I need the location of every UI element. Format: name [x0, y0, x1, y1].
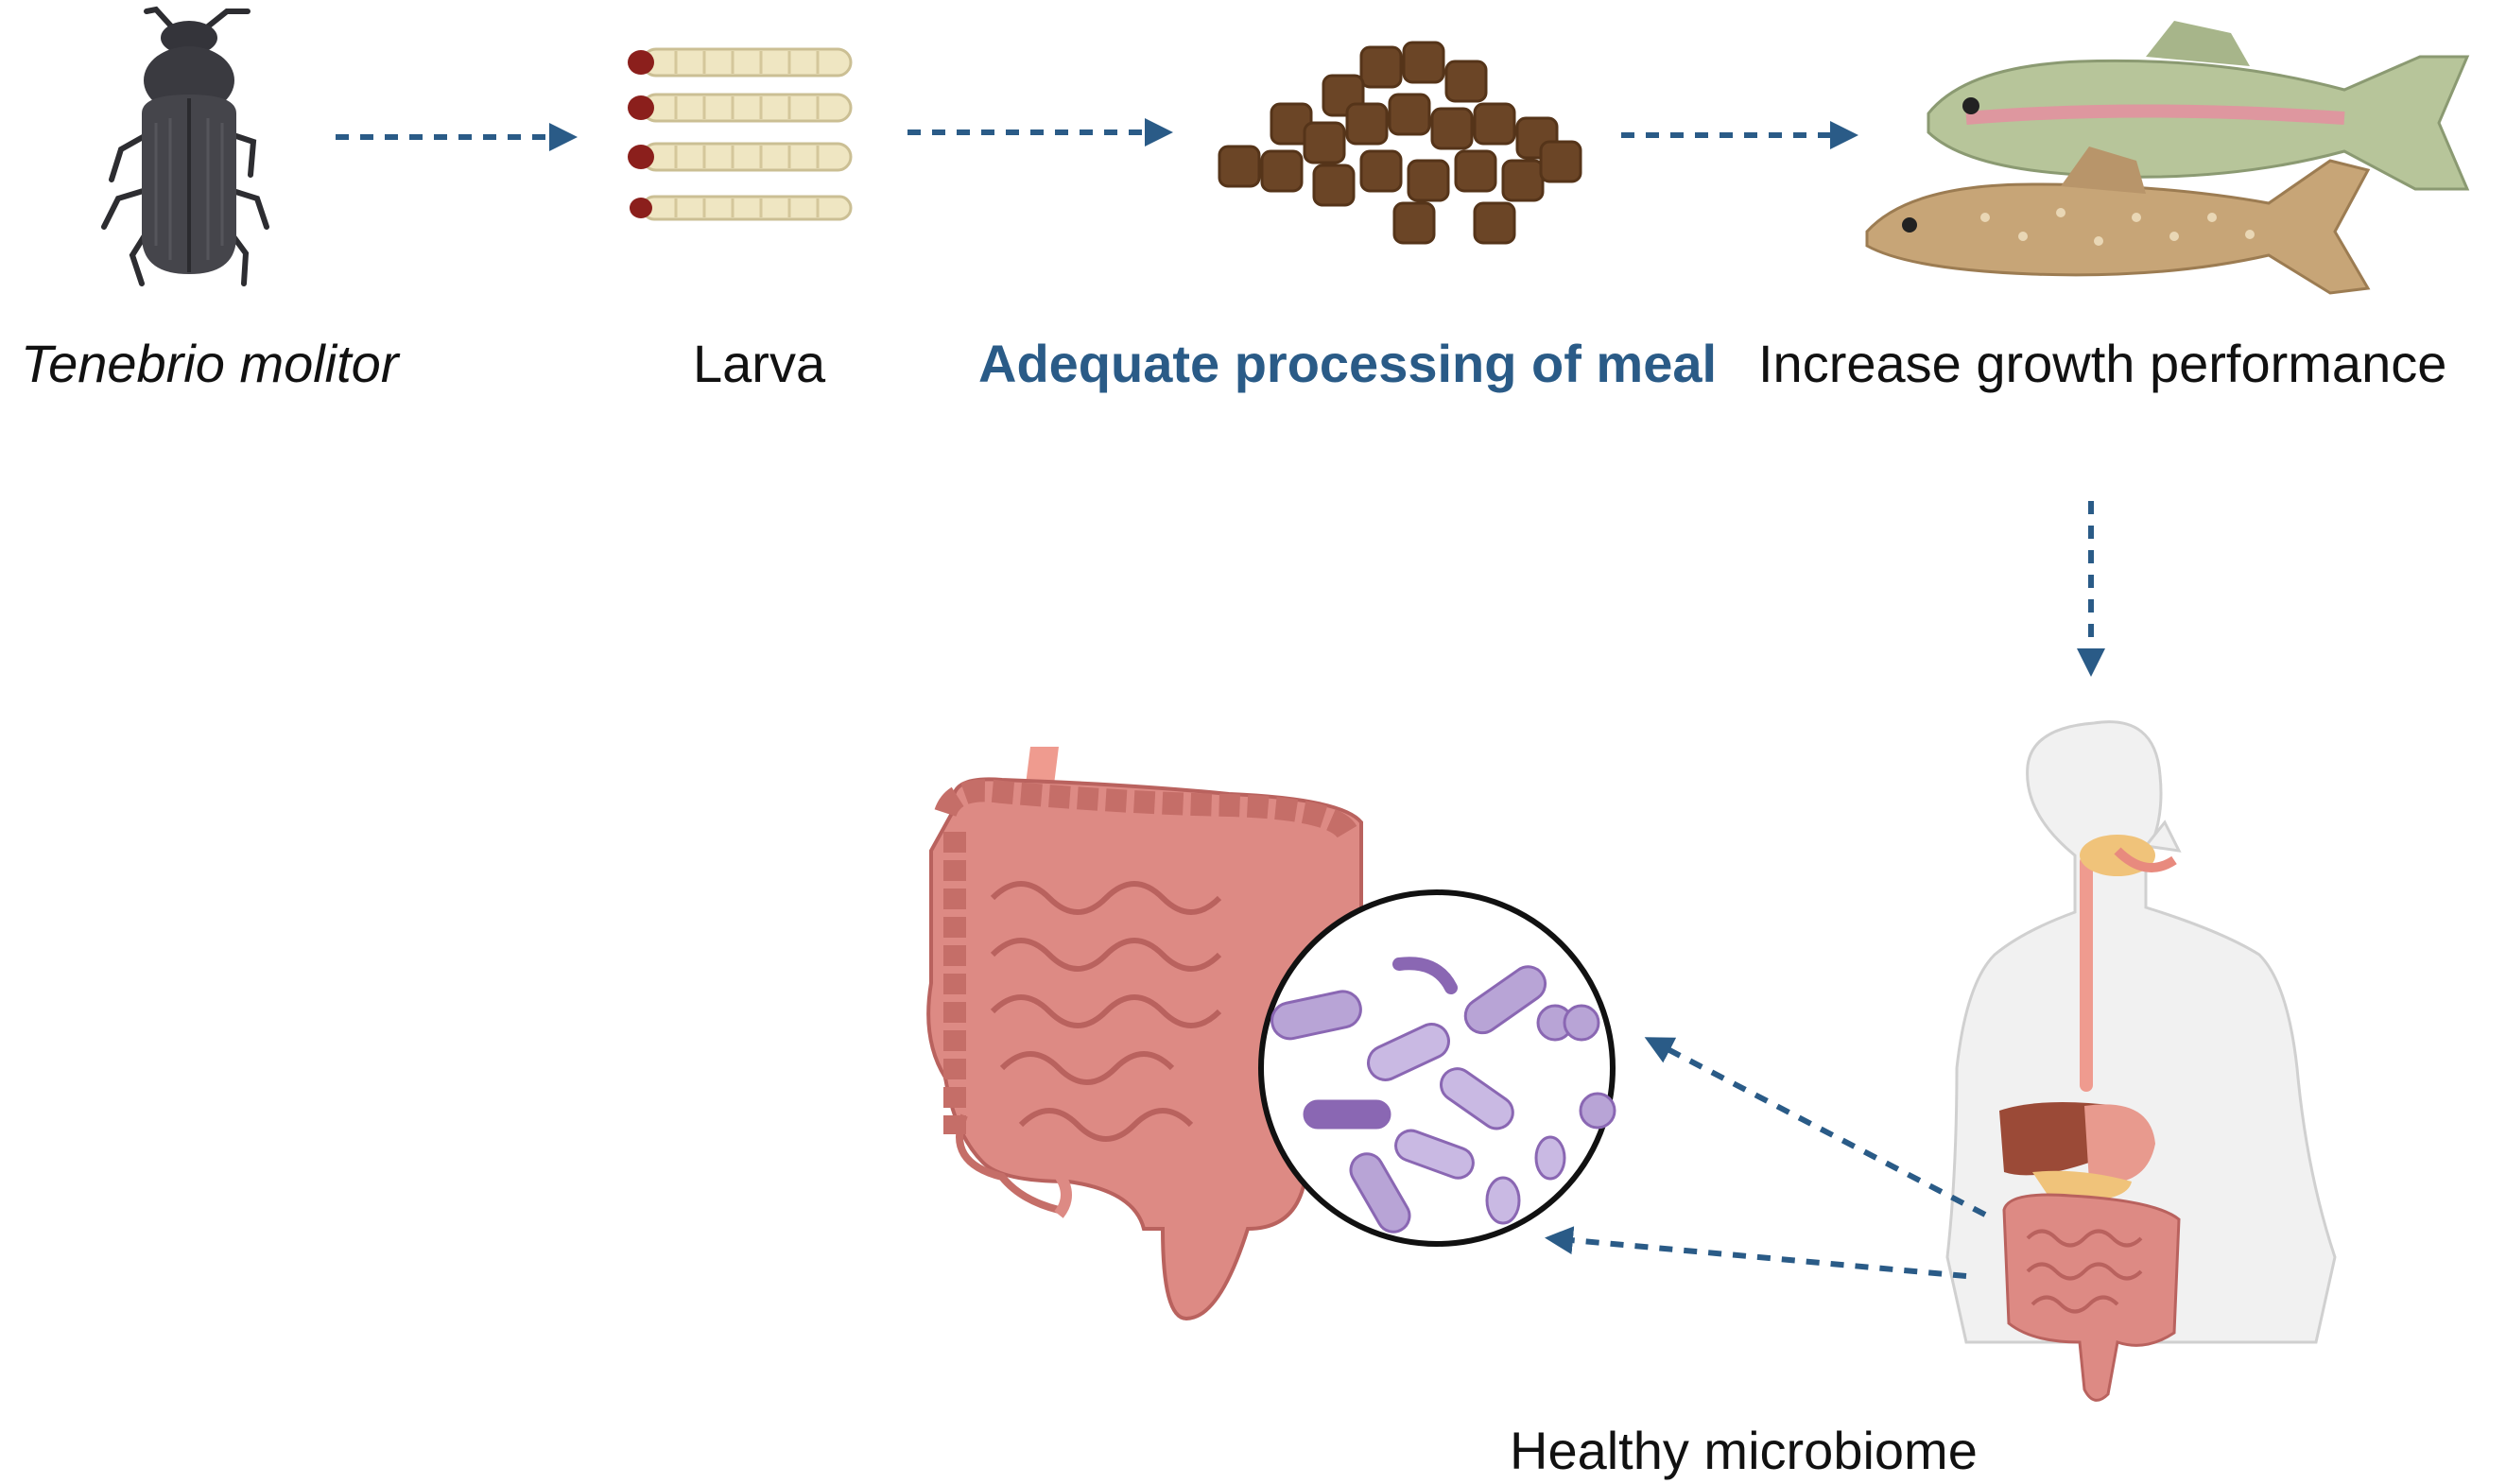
feed-pellets-icon	[1218, 41, 1582, 245]
intestine-icon	[926, 747, 1363, 1321]
larvae-icon	[628, 47, 853, 221]
arrow-human-to-microbiome-lower	[1545, 1226, 1967, 1279]
arrows	[336, 118, 2105, 1279]
microbiome-label: Healthy microbiome	[1510, 1421, 1978, 1480]
larva-label: Larva	[693, 334, 826, 393]
human-digestive-system-icon	[1945, 720, 2337, 1402]
bacteria-magnifier-icon	[1258, 889, 1616, 1247]
fish-icon	[1865, 21, 2470, 295]
meal-label: Adequate processing of meal	[978, 334, 1718, 393]
beetle-icon	[101, 6, 269, 286]
growth-label: Increase growth performance	[1758, 334, 2447, 393]
arrow-human-to-microbiome-upper	[1644, 1037, 1987, 1217]
species-label: Tenebrio molitor	[21, 334, 399, 393]
